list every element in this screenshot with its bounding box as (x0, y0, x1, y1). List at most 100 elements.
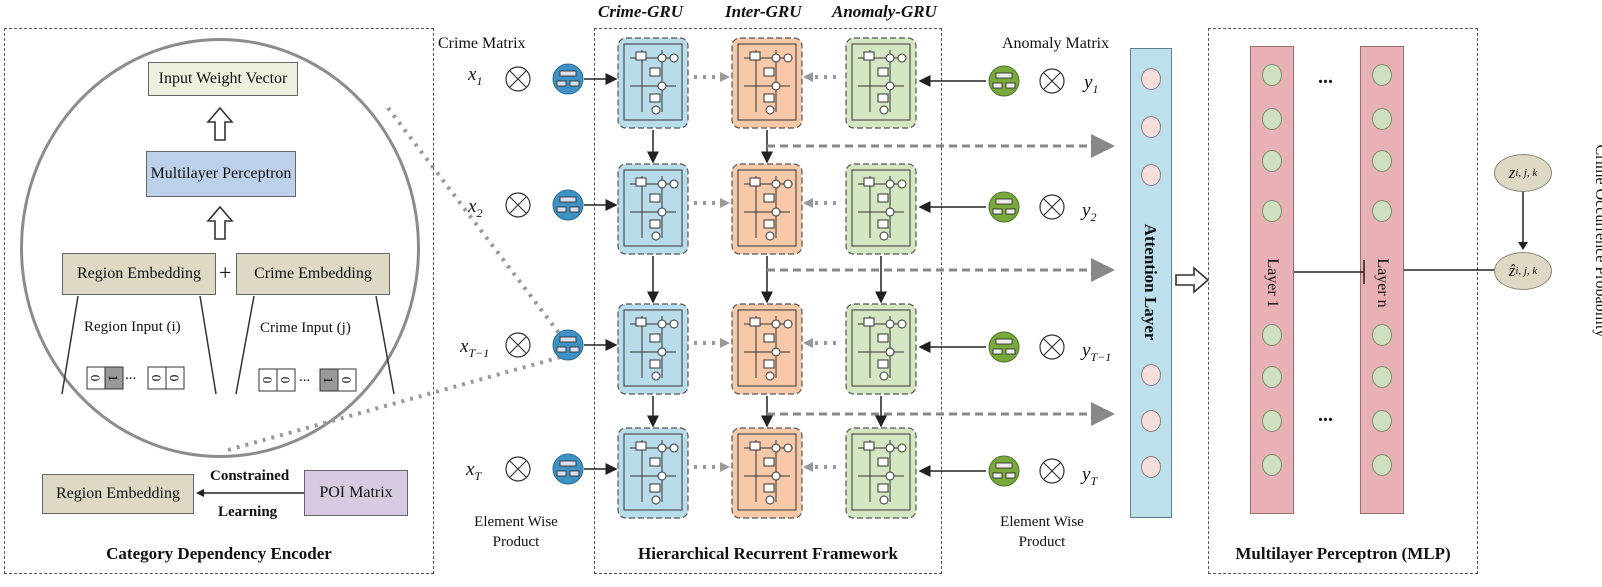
mlp-neuron-node (1372, 324, 1392, 346)
crime-gru-cell (617, 303, 689, 395)
anomaly-embedding-icon (995, 198, 1013, 205)
svg-text:0: 0 (260, 377, 275, 384)
up-arrow-icon (206, 106, 234, 141)
mlp-neuron-node (1262, 324, 1282, 346)
y-label-2: y2 (1082, 200, 1097, 224)
y-label-t-minus-1: yT−1 (1082, 340, 1112, 364)
attention-node (1141, 116, 1161, 138)
attention-node (1141, 410, 1161, 432)
attention-node (1141, 364, 1161, 386)
inter-gru-cell (731, 427, 803, 519)
mlp-neuron-node (1372, 150, 1392, 172)
mlp-neuron-node (1372, 366, 1392, 388)
anomaly-gru-cell (845, 427, 917, 519)
mlp-neuron-node (1262, 64, 1282, 86)
crime-gru-cell (617, 427, 689, 519)
crime-matrix-label: Crime Matrix (438, 35, 526, 52)
zoom-circle (20, 38, 420, 458)
anomaly-embedding-icon (992, 348, 1003, 355)
anomaly-embedding-icon (988, 65, 1020, 97)
embedding-icon (556, 206, 567, 213)
otimes-icon (1043, 198, 1061, 216)
embedding-icon (559, 196, 577, 203)
element-wise-left-label: Element Wise Product (474, 514, 558, 551)
learning-label: Learning (218, 504, 278, 520)
attention-layer-label: Attention Layer (1141, 223, 1160, 341)
crime-embedding-box: Crime Embedding (236, 253, 390, 295)
otimes-icon (509, 70, 527, 88)
anomaly-embedding-icon (988, 191, 1020, 223)
cross-gru-arrowhead (803, 198, 813, 208)
anomaly-matrix-label: Anomaly Matrix (1002, 35, 1110, 52)
crime-gru-cell (617, 37, 689, 129)
anomaly-embedding-icon (995, 462, 1013, 469)
framework-title: Hierarchical Recurrent Framework (638, 544, 898, 563)
anomaly-embedding-icon (1005, 82, 1016, 89)
mlp-neuron-node (1262, 108, 1282, 130)
mlp-dots-top: ... (1318, 66, 1333, 88)
embedding-icon (559, 460, 577, 467)
anomaly-embedding-icon (992, 472, 1003, 479)
mlp-neuron-node (1262, 200, 1282, 222)
anomaly-embedding-icon (992, 208, 1003, 215)
encoder-title: Category Dependency Encoder (106, 544, 332, 563)
anomaly-gru-cell (845, 37, 917, 129)
attention-node (1141, 164, 1161, 186)
svg-text:0: 0 (149, 375, 164, 382)
down-arrow-icon (1518, 192, 1528, 250)
anomaly-embedding-icon (988, 455, 1020, 487)
region-embedding-box: Region Embedding (62, 253, 216, 295)
crime-vector-dots: ... (299, 369, 311, 385)
constrained-label: Constrained (210, 468, 290, 484)
attention-node (1141, 456, 1161, 478)
anomaly-gru-cell (845, 303, 917, 395)
plus-sign: + (219, 260, 232, 285)
region-one-hot-vector: 0 1 0 0 (86, 366, 185, 390)
embedding-icon (569, 346, 580, 353)
mlp-title: Multilayer Perceptron (MLP) (1235, 544, 1451, 563)
mlp-connections (1294, 260, 1502, 284)
y-label-t: yT (1082, 464, 1098, 488)
mlp-neuron-node (1262, 366, 1282, 388)
z-subscript: i, j, k (1515, 167, 1538, 179)
x-label-t: xT (466, 459, 482, 483)
mlp-neuron-node (1372, 108, 1392, 130)
anomaly-gru-cell (845, 163, 917, 255)
x-label-2: x2 (468, 196, 483, 220)
svg-text:0: 0 (88, 375, 103, 382)
left-arrow-icon (196, 489, 304, 497)
embedding-icon (569, 470, 580, 477)
cross-gru-arrowhead (720, 72, 730, 82)
anomaly-embedding-icon (992, 82, 1003, 89)
inter-gru-cell (731, 37, 803, 129)
z-symbol: z (1508, 163, 1516, 182)
crime-input-label: Crime Input (j) (260, 320, 351, 336)
anomaly-embedding-icon (1005, 472, 1016, 479)
encoder-trapezoids (61, 295, 395, 395)
x-label-1: x1 (468, 64, 483, 88)
anomaly-embedding-icon (995, 72, 1013, 79)
embedding-icon (552, 329, 584, 361)
x-label-t-minus-1: xT−1 (460, 336, 490, 360)
inter-gru-cell (731, 303, 803, 395)
region-input-label: Region Input (i) (84, 319, 181, 335)
otimes-icon (509, 196, 527, 214)
crime-occurrence-probability-label: Crime Occurrence Probability (1592, 144, 1602, 338)
mlp-neuron-node (1372, 200, 1392, 222)
poi-matrix-box: POI Matrix (304, 470, 408, 516)
crime-gru-title: Crime-GRU (598, 2, 683, 21)
svg-text:0: 0 (339, 377, 354, 384)
embedding-icon (552, 63, 584, 95)
svg-text:0: 0 (167, 375, 182, 382)
multilayer-perceptron-box: Multilayer Perceptron (146, 151, 296, 197)
embedding-icon (552, 453, 584, 485)
anomaly-embedding-icon (988, 331, 1020, 363)
mlp-neuron-node (1372, 454, 1392, 476)
cross-gru-arrowhead (803, 338, 813, 348)
mlp-neuron-node (1372, 64, 1392, 86)
otimes-icon (1043, 338, 1061, 356)
element-wise-right-label: Element Wise Product (1000, 514, 1084, 551)
y-label-1: y1 (1084, 72, 1099, 96)
